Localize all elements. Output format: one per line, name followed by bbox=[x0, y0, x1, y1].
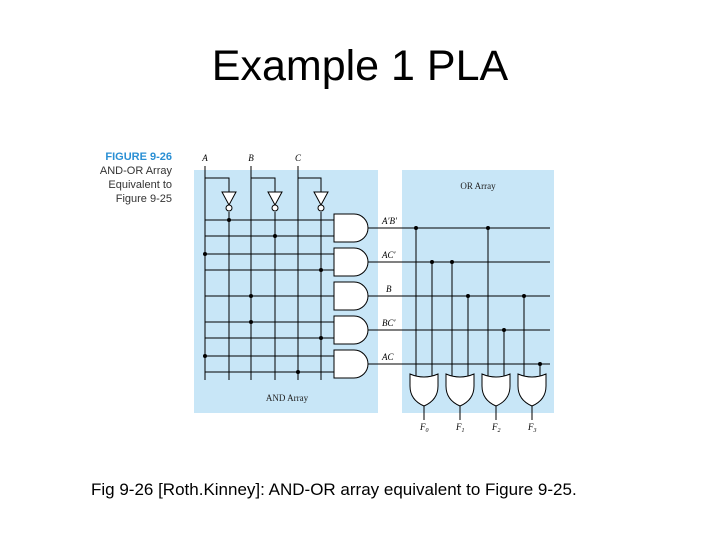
or-gate-3 bbox=[517, 373, 547, 407]
or-gate-2 bbox=[481, 373, 511, 407]
or-gate-1 bbox=[445, 373, 475, 407]
figure-caption: Fig 9-26 [Roth.Kinney]: AND-OR array equ… bbox=[91, 480, 577, 499]
figure-label: FIGURE 9-26 AND-OR Array Equivalent to F… bbox=[92, 150, 172, 206]
input-label-c: C bbox=[295, 153, 302, 163]
output-label-f0: F0 bbox=[419, 422, 429, 434]
figure-label-line3: Figure 9-25 bbox=[115, 193, 172, 205]
and-gate-2 bbox=[333, 247, 369, 277]
and-gate-3 bbox=[333, 281, 369, 311]
input-label-b: B bbox=[248, 153, 254, 163]
product-label-2: AC′ bbox=[381, 250, 397, 260]
product-label-5: AC bbox=[381, 352, 394, 362]
and-gate-4 bbox=[333, 315, 369, 345]
product-label-3: B bbox=[386, 284, 392, 294]
and-array-label: AND Array bbox=[266, 393, 309, 403]
slide-title: Example 1 PLA bbox=[211, 42, 509, 90]
inverter-a bbox=[221, 191, 237, 207]
and-gate-5 bbox=[333, 349, 369, 379]
inverter-b bbox=[267, 191, 283, 207]
output-label-f3: F3 bbox=[527, 422, 537, 434]
figure-label-line2: Equivalent to bbox=[108, 179, 172, 191]
inverter-c bbox=[313, 191, 329, 207]
or-array-region bbox=[402, 170, 554, 413]
figure-number: FIGURE 9-26 bbox=[105, 151, 172, 163]
output-label-f1: F1 bbox=[455, 422, 465, 434]
figure-label-line1: AND-OR Array bbox=[99, 165, 172, 177]
input-label-a: A bbox=[201, 153, 208, 163]
or-gate-0 bbox=[409, 373, 439, 407]
product-label-1: A′B′ bbox=[381, 216, 398, 226]
product-label-4: BC′ bbox=[382, 318, 397, 328]
or-array-label: OR Array bbox=[460, 181, 496, 191]
output-label-f2: F2 bbox=[491, 422, 501, 434]
and-gate-1 bbox=[333, 213, 369, 243]
